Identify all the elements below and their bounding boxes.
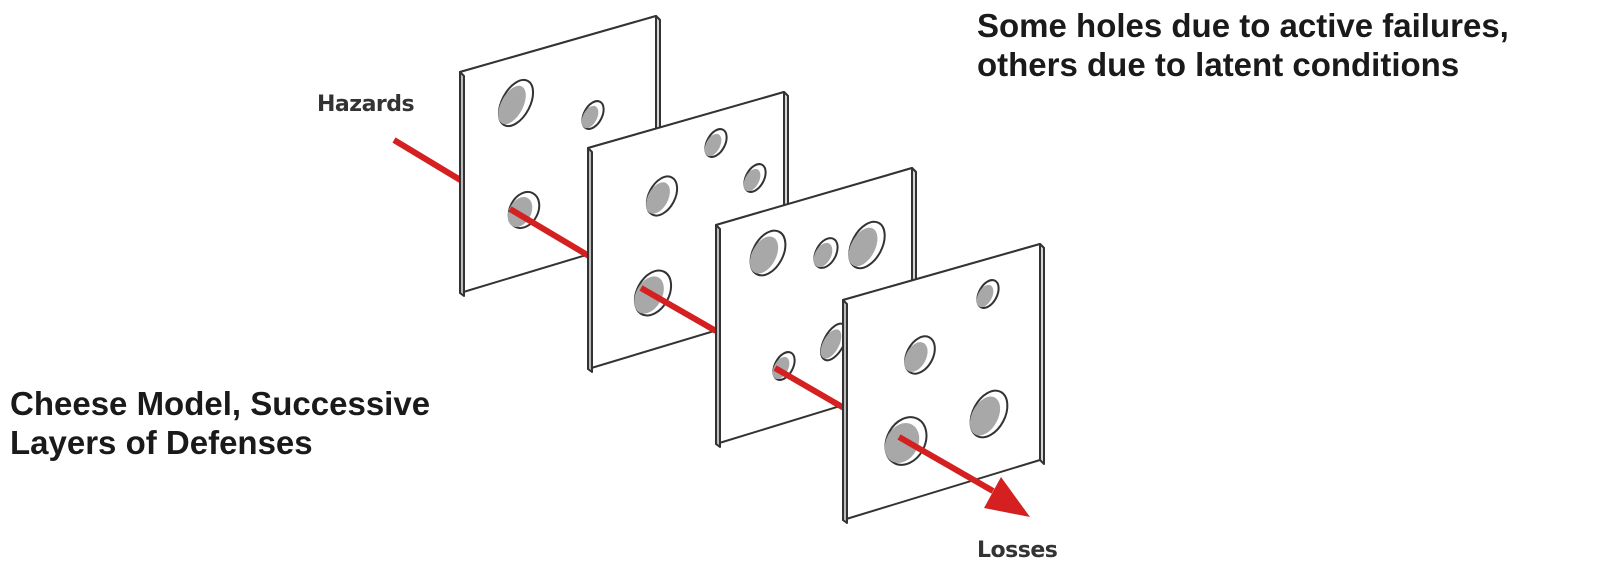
holes-annotation-line-1: Some holes due to active failures, — [977, 7, 1509, 44]
cheese-hole — [813, 237, 839, 269]
hazard-ray-segment — [773, 365, 846, 411]
hazard-ray-outgoing — [897, 434, 995, 494]
diagram-caption-line-1: Cheese Model, Successive — [10, 385, 431, 422]
layer-edge — [715, 224, 721, 448]
losses-label: Losses — [977, 538, 1058, 563]
cheese-hole — [904, 335, 936, 375]
layer-edge — [842, 299, 848, 524]
cheese-hole — [497, 78, 535, 128]
hazard-ray-incoming — [392, 137, 464, 184]
cheese-hole — [581, 100, 605, 130]
layer-edge — [587, 147, 593, 373]
cheese-hole — [969, 389, 1009, 439]
diagram-caption-line-2: Layers of Defenses — [10, 424, 313, 461]
loss-arrowhead — [984, 477, 1030, 517]
cheese-hole — [848, 220, 886, 270]
cheese-hole — [645, 175, 679, 217]
hazard-ray-segment — [639, 285, 718, 334]
cheese-hole — [704, 128, 728, 158]
hazards-label: Hazards — [317, 92, 415, 117]
cheese-hole — [976, 279, 1000, 309]
cheese-hole — [743, 163, 767, 193]
holes-annotation: Some holes due to active failures, other… — [977, 6, 1509, 84]
holes-annotation-line-2: others due to latent conditions — [977, 46, 1460, 83]
cheese-hole — [749, 229, 787, 277]
diagram-caption: Cheese Model, Successive Layers of Defen… — [10, 384, 430, 462]
layer-edge — [459, 71, 465, 297]
hazard-ray-segment — [508, 206, 591, 259]
